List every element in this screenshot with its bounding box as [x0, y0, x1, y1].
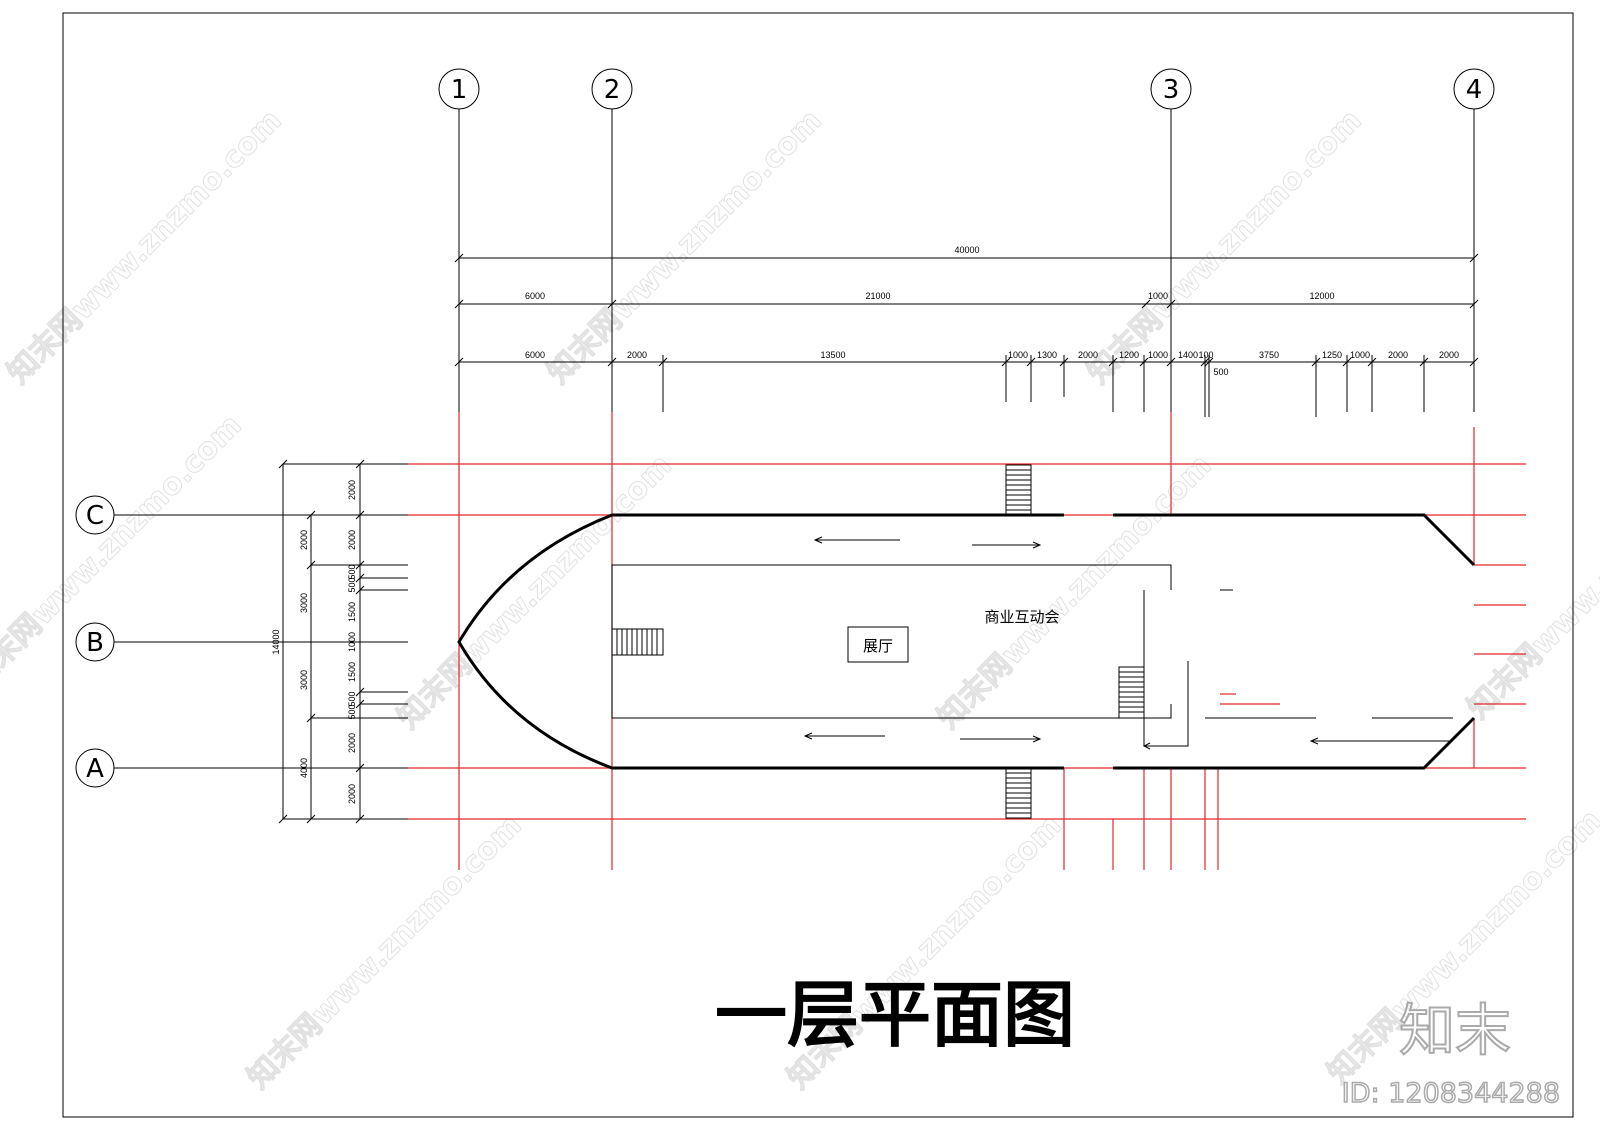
exhibition-label-box	[847, 626, 909, 663]
dim-row3: 1400	[1178, 350, 1198, 360]
dim-left-inner: 500	[347, 704, 357, 719]
dim-total-width: 40000	[954, 245, 979, 255]
dim-row3: 13500	[820, 350, 845, 360]
dim-left-inner: 2000	[347, 530, 357, 550]
stair-right	[1118, 666, 1145, 719]
watermark-text: 知末网www.znzmo.com	[391, 448, 679, 736]
dim-row2: 6000	[525, 291, 545, 301]
dim-row3: 1000	[1350, 350, 1370, 360]
drawing-title: 一层平面图	[715, 972, 1075, 1057]
dim-row3: 1200	[1119, 350, 1139, 360]
dim-total-depth: 14000	[271, 629, 281, 654]
brand-watermark: 知末	[1399, 999, 1511, 1064]
axis-c: C	[75, 495, 408, 535]
axis-b-label: B	[86, 628, 104, 658]
dim-left-outer: 3000	[299, 670, 309, 690]
top-dimensions: 40000 6000 21000 1000 12000	[454, 245, 1479, 417]
watermark-text: 知末网www.znzmo.com	[0, 408, 249, 696]
dim-row3: 2000	[1388, 350, 1408, 360]
dim-left-outer: 3000	[299, 593, 309, 613]
axis-2-label: 2	[604, 75, 621, 105]
dim-row3: 6000	[525, 350, 545, 360]
dim-row3: 2000	[627, 350, 647, 360]
building-outline	[457, 513, 1476, 770]
watermark-layer: 知末网www.znzmo.com 知末网www.znzmo.com 知末网www…	[0, 102, 1600, 1096]
red-grid	[408, 412, 1526, 870]
axis-a: A	[75, 748, 408, 788]
dim-left-inner: 1500	[347, 662, 357, 682]
stair-bottom	[1005, 767, 1032, 819]
dim-left-inner: 1500	[347, 602, 357, 622]
id-watermark: ID: 1208344288	[1342, 1078, 1560, 1109]
dim-row3: 1000	[1008, 350, 1028, 360]
dim-left-inner: 500	[347, 691, 357, 706]
watermark-text: 知末网www.znzmo.com	[541, 103, 829, 391]
dim-row3: 1000	[1148, 350, 1168, 360]
exhibition-hall-label: 展厅	[863, 637, 893, 655]
dim-left-inner: 500	[347, 564, 357, 579]
axis-a-label: A	[86, 754, 104, 784]
stair-left	[611, 628, 664, 656]
axis-c-label: C	[86, 501, 104, 531]
left-dimensions	[278, 459, 408, 824]
business-hall-label: 商业互动会	[984, 608, 1059, 626]
arrow-left-icon	[1142, 742, 1151, 750]
dim-row3: 3750	[1259, 350, 1279, 360]
axis-4-label: 4	[1466, 75, 1483, 105]
dim-row2: 12000	[1309, 291, 1334, 301]
watermark-text: 知末网www.znzmo.com	[1081, 103, 1369, 391]
dim-left-inner: 1000	[347, 632, 357, 652]
stair-top	[1005, 464, 1032, 516]
outer-wall-left	[457, 513, 1064, 770]
watermark-text: 知末网www.znzmo.com	[241, 808, 529, 1096]
flow-arrows	[803, 536, 1451, 750]
dim-left-inner: 500	[347, 577, 357, 592]
dim-left-outer: 4000	[299, 758, 309, 778]
outer-wall-right	[1113, 513, 1476, 770]
watermark-text: 知末网www.znzmo.com	[1461, 438, 1600, 726]
drawing-frame	[62, 12, 1574, 1118]
dim-row3: 1250	[1322, 350, 1342, 360]
dim-row2: 1000	[1148, 291, 1168, 301]
dim-left-inner: 2000	[347, 784, 357, 804]
dim-row3: 2000	[1439, 350, 1459, 360]
dim-row3: 1300	[1037, 350, 1057, 360]
dim-left-inner: 2000	[347, 733, 357, 753]
watermark-text: 知末网www.znzmo.com	[931, 448, 1219, 736]
row-axes: C B A	[75, 495, 408, 788]
watermark-text: 知末网www.znzmo.com	[1, 103, 289, 391]
dim-row3: 500	[1213, 367, 1228, 377]
dim-row3: 100	[1198, 350, 1213, 360]
dim-left-outer: 2000	[299, 530, 309, 550]
dim-row2: 21000	[865, 291, 890, 301]
dim-row3: 2000	[1078, 350, 1098, 360]
axis-1-label: 1	[451, 75, 468, 105]
axis-b: B	[75, 622, 408, 662]
dim-left-inner: 2000	[347, 480, 357, 500]
axis-3-label: 3	[1163, 75, 1180, 105]
